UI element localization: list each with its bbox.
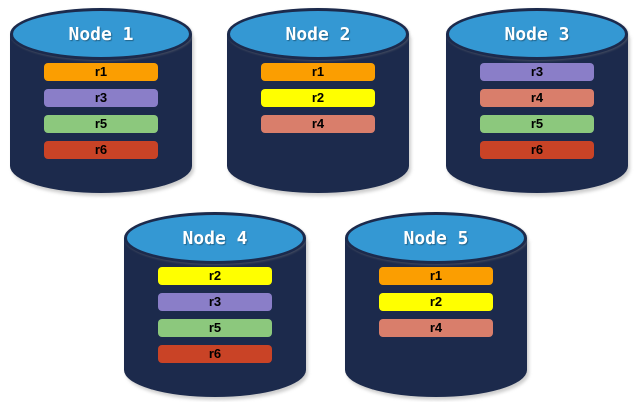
node-cylinder-3: Node 3 r3 r4 r5 r6 <box>446 8 628 193</box>
replica-bar: r6 <box>158 345 272 363</box>
replica-bar: r1 <box>261 63 375 81</box>
replica-bar: r2 <box>261 89 375 107</box>
cylinder-body <box>227 34 409 193</box>
cylinder-body <box>345 238 527 397</box>
cylinder-top: Node 2 <box>227 8 409 60</box>
node-title: Node 4 <box>182 227 248 249</box>
replica-bar: r5 <box>44 115 158 133</box>
replica-bar: r4 <box>480 89 594 107</box>
replica-list: r1 r2 r4 <box>379 267 493 345</box>
replica-bar: r5 <box>158 319 272 337</box>
replica-bar: r1 <box>44 63 158 81</box>
replica-bar: r4 <box>379 319 493 337</box>
cylinder-top: Node 5 <box>345 212 527 264</box>
cylinder-body <box>124 238 306 397</box>
node-title: Node 1 <box>68 23 134 45</box>
replica-bar: r6 <box>480 141 594 159</box>
replica-bar: r5 <box>480 115 594 133</box>
node-title: Node 2 <box>285 23 351 45</box>
replica-list: r1 r3 r5 r6 <box>44 63 158 167</box>
replica-bar: r2 <box>379 293 493 311</box>
replica-bar: r3 <box>158 293 272 311</box>
cylinder-body <box>446 34 628 193</box>
replica-bar: r3 <box>480 63 594 81</box>
replica-list: r2 r3 r5 r6 <box>158 267 272 371</box>
node-cylinder-2: Node 2 r1 r2 r4 <box>227 8 409 193</box>
node-cylinder-5: Node 5 r1 r2 r4 <box>345 212 527 397</box>
replica-bar: r6 <box>44 141 158 159</box>
replica-list: r1 r2 r4 <box>261 63 375 141</box>
node-cylinder-1: Node 1 r1 r3 r5 r6 <box>10 8 192 193</box>
replica-bar: r3 <box>44 89 158 107</box>
cylinder-top: Node 1 <box>10 8 192 60</box>
replica-bar: r4 <box>261 115 375 133</box>
node-title: Node 3 <box>504 23 570 45</box>
node-cylinder-4: Node 4 r2 r3 r5 r6 <box>124 212 306 397</box>
cylinder-top: Node 3 <box>446 8 628 60</box>
replica-list: r3 r4 r5 r6 <box>480 63 594 167</box>
cylinder-top: Node 4 <box>124 212 306 264</box>
cylinder-body <box>10 34 192 193</box>
node-title: Node 5 <box>403 227 469 249</box>
replica-bar: r1 <box>379 267 493 285</box>
replica-bar: r2 <box>158 267 272 285</box>
